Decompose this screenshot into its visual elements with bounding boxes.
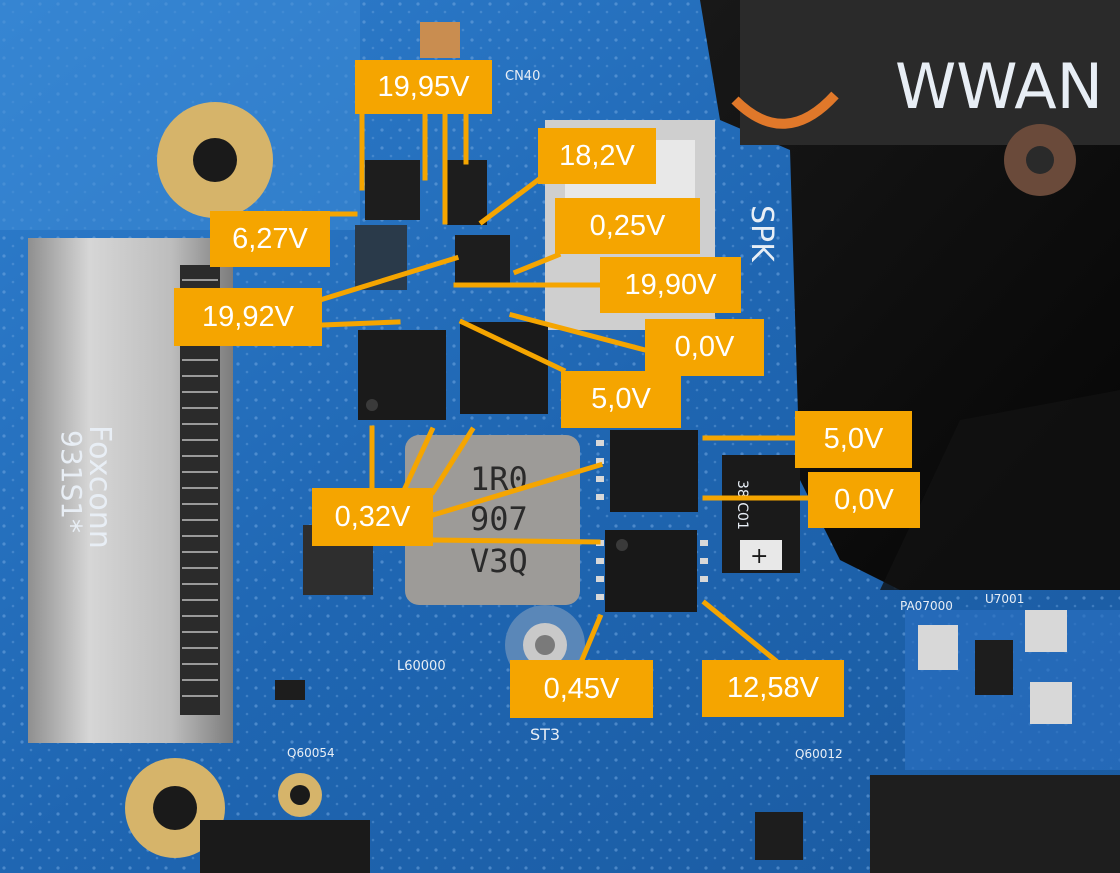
voltage-label: 0,32V xyxy=(312,488,433,546)
chip-mid xyxy=(455,235,510,285)
inductor-mark-1: 1R0 xyxy=(470,460,528,498)
inductor-mark-3: V3Q xyxy=(470,542,528,580)
voltage-label: 0,0V xyxy=(645,319,764,376)
voltage-label: 5,0V xyxy=(561,371,681,428)
chip-top-left xyxy=(365,160,420,220)
q-ref-text: Q60012 xyxy=(795,747,843,761)
pa-ref-text: PA07000 xyxy=(900,599,953,613)
voltage-label: 0,25V xyxy=(555,198,700,254)
wwan-silkscreen: WWAN xyxy=(895,50,1103,123)
voltage-label: 6,27V xyxy=(210,211,330,267)
voltage-label: 19,90V xyxy=(600,257,741,313)
voltage-label: 0,45V xyxy=(510,660,653,718)
mosfet-right xyxy=(460,322,548,414)
controller-chip-upper xyxy=(610,430,698,512)
connector-code-text: 931S1* xyxy=(55,430,88,533)
u-ref-text: U7001 xyxy=(985,592,1024,606)
bottom-connector xyxy=(870,775,1120,873)
connector-brand-text: Foxconn xyxy=(82,425,117,549)
chip-top-mid xyxy=(447,160,487,225)
voltage-label: 19,95V xyxy=(355,60,492,114)
inductor-mark-2: 907 xyxy=(470,500,528,538)
st-ref-text: ST3 xyxy=(530,725,560,744)
svg-text:+: + xyxy=(750,544,768,569)
voltage-label: 5,0V xyxy=(795,411,912,468)
cn-ref-text: CN40 xyxy=(505,69,540,84)
cap-mark-text: 38 C01 xyxy=(734,480,750,530)
spk-silkscreen: SPK xyxy=(744,205,779,263)
voltage-label: 12,58V xyxy=(702,660,844,717)
voltage-label: 19,92V xyxy=(174,288,322,346)
q2-ref-text: Q60054 xyxy=(287,746,335,760)
l-ref-text: L60000 xyxy=(397,659,446,674)
voltage-label: 0,0V xyxy=(808,472,920,528)
voltage-label: 18,2V xyxy=(538,128,656,184)
